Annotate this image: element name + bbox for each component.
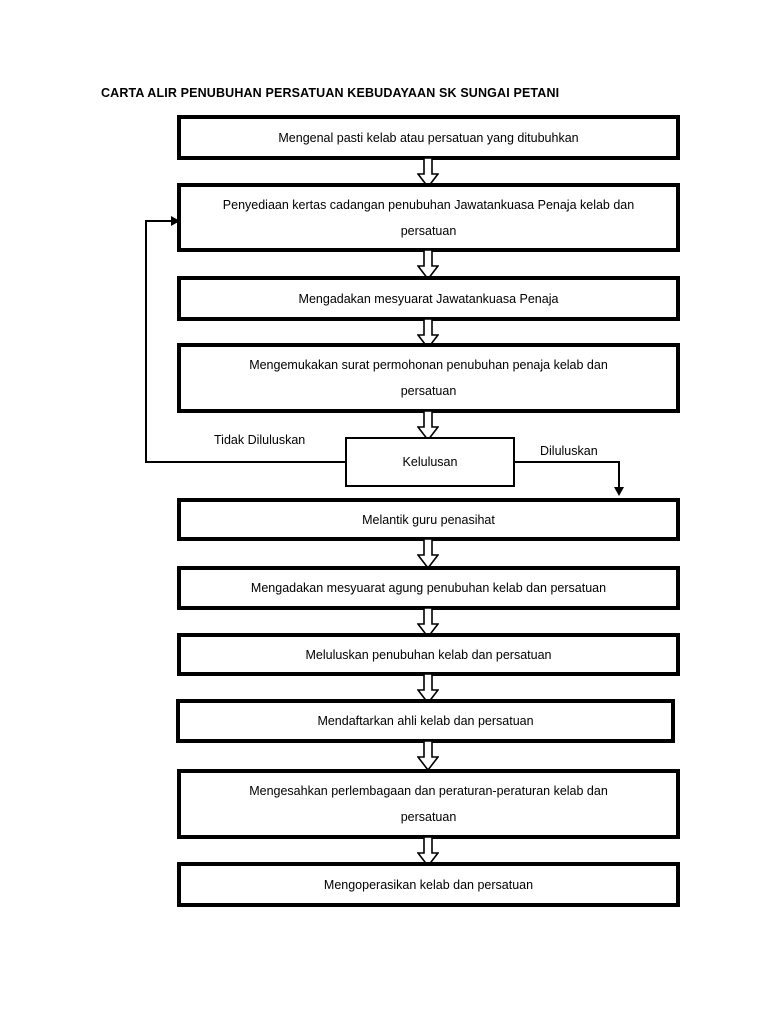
reject-path-horizontal-top — [145, 220, 175, 222]
flow-arrow-n2-n3 — [417, 250, 439, 280]
flow-node-register-members[interactable]: Mendaftarkan ahli kelab dan persatuan — [176, 699, 675, 743]
branch-label-approve: Diluluskan — [540, 444, 598, 458]
branch-label-reject: Tidak Diluluskan — [214, 433, 306, 447]
flow-node-ratify-constitution[interactable]: Mengesahkan perlembagaan dan peraturan-p… — [177, 769, 680, 839]
flow-node-label: Mengenal pasti kelab atau persatuan yang… — [278, 130, 579, 145]
flow-node-label: Melantik guru penasihat — [362, 512, 495, 527]
flow-arrow-n4-n5 — [417, 411, 439, 441]
flow-arrow-n10-n11 — [417, 837, 439, 867]
flow-node-label: Meluluskan penubuhan kelab dan persatuan — [305, 647, 552, 662]
flow-node-operate-club[interactable]: Mengoperasikan kelab dan persatuan — [177, 862, 680, 907]
flow-node-label-line1: Penyediaan kertas cadangan penubuhan Jaw… — [222, 197, 635, 212]
flow-arrow-n1-n2 — [417, 158, 439, 188]
reject-path-horizontal-bottom — [145, 461, 347, 463]
flow-arrow-n6-n7 — [417, 539, 439, 569]
flow-node-label: Mengadakan mesyuarat Jawatankuasa Penaja — [298, 291, 559, 306]
flow-arrow-n7-n8 — [417, 608, 439, 638]
flow-node-submit-application-letter[interactable]: Mengemukakan surat permohonan penubuhan … — [177, 343, 680, 413]
flow-node-appoint-advisor-teacher[interactable]: Melantik guru penasihat — [177, 498, 680, 541]
approve-path-arrowhead-icon — [614, 487, 624, 496]
flow-node-label-line2: persatuan — [400, 810, 457, 824]
flow-node-label-line2: persatuan — [400, 384, 457, 398]
approve-path-vertical — [618, 461, 620, 489]
page-title: CARTA ALIR PENUBUHAN PERSATUAN KEBUDAYAA… — [101, 86, 560, 100]
flow-node-label-line2: persatuan — [400, 223, 457, 238]
flow-node-label: Mendaftarkan ahli kelab dan persatuan — [317, 714, 534, 728]
flow-node-label: Kelulusan — [402, 455, 458, 469]
flow-node-approve-establishment[interactable]: Meluluskan penubuhan kelab dan persatuan — [177, 633, 680, 676]
flow-node-label-line1: Mengesahkan perlembagaan dan peraturan-p… — [249, 784, 608, 798]
flow-node-label: Mengadakan mesyuarat agung penubuhan kel… — [250, 581, 607, 595]
flow-node-identify-club[interactable]: Mengenal pasti kelab atau persatuan yang… — [177, 115, 680, 160]
flow-arrow-n3-n4 — [417, 319, 439, 349]
flow-node-approval-decision[interactable]: Kelulusan — [345, 437, 515, 487]
flow-node-label: Mengoperasikan kelab dan persatuan — [323, 877, 534, 892]
reject-path-vertical — [145, 220, 147, 463]
flow-node-hold-committee-meeting[interactable]: Mengadakan mesyuarat Jawatankuasa Penaja — [177, 276, 680, 321]
reject-path-arrowhead-icon — [171, 216, 180, 226]
flow-node-general-assembly[interactable]: Mengadakan mesyuarat agung penubuhan kel… — [177, 566, 680, 610]
flow-node-label-line1: Mengemukakan surat permohonan penubuhan … — [249, 358, 608, 372]
flow-node-prepare-proposal-paper[interactable]: Penyediaan kertas cadangan penubuhan Jaw… — [177, 183, 680, 252]
flow-arrow-n8-n9 — [417, 674, 439, 704]
approve-path-horizontal — [513, 461, 620, 463]
flow-arrow-n9-n10 — [417, 741, 439, 771]
